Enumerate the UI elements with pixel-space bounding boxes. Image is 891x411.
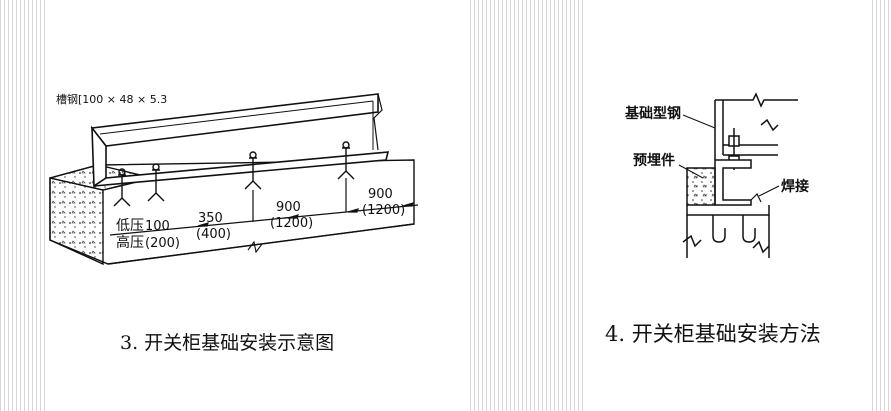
left-border-pattern — [0, 0, 48, 411]
dimension-line — [109, 178, 419, 236]
switchgear-foundation-drawing: 槽钢[100 × 48 × 5.3 低压 高压 100 (200) 350 (4… — [49, 93, 419, 266]
steel-label: 基础型钢 — [625, 105, 681, 122]
dim-high-1200-b: (1200) — [362, 203, 405, 218]
embed-label: 预埋件 — [633, 152, 675, 169]
dim-high-200: (200) — [145, 236, 180, 251]
dim-low-900-a: 900 — [276, 200, 301, 215]
dim-high-400: (400) — [196, 227, 231, 242]
middle-border-pattern — [470, 0, 583, 411]
weld-label: 焊接 — [781, 178, 809, 195]
break-mark — [373, 93, 383, 151]
left-figure-caption: 3. 开关柜基础安装示意图 — [120, 332, 335, 354]
right-figure-caption: 4. 开关柜基础安装方法 — [605, 322, 821, 346]
channel-steel — [90, 93, 390, 188]
left-figure-panel: 槽钢[100 × 48 × 5.3 低压 高压 100 (200) 350 (4… — [48, 0, 470, 411]
installation-method-drawing: 基础型钢 预埋件 焊接 — [625, 92, 809, 258]
dim-low-350: 350 — [198, 211, 223, 226]
anchor-bolts — [113, 141, 355, 207]
right-figure-panel: 基础型钢 预埋件 焊接 4. 开关柜基础安装方法 — [583, 0, 872, 411]
dim-low-100: 100 — [145, 219, 170, 234]
dim-low-900-b: 900 — [368, 187, 393, 202]
dim-high-1200-a: (1200) — [270, 216, 313, 231]
right-border-pattern — [872, 0, 891, 411]
low-voltage-label: 低压 — [116, 218, 144, 234]
channel-label: 槽钢[100 × 48 × 5.3 — [56, 93, 167, 106]
section-outline — [678, 92, 798, 258]
high-voltage-label: 高压 — [116, 234, 144, 251]
